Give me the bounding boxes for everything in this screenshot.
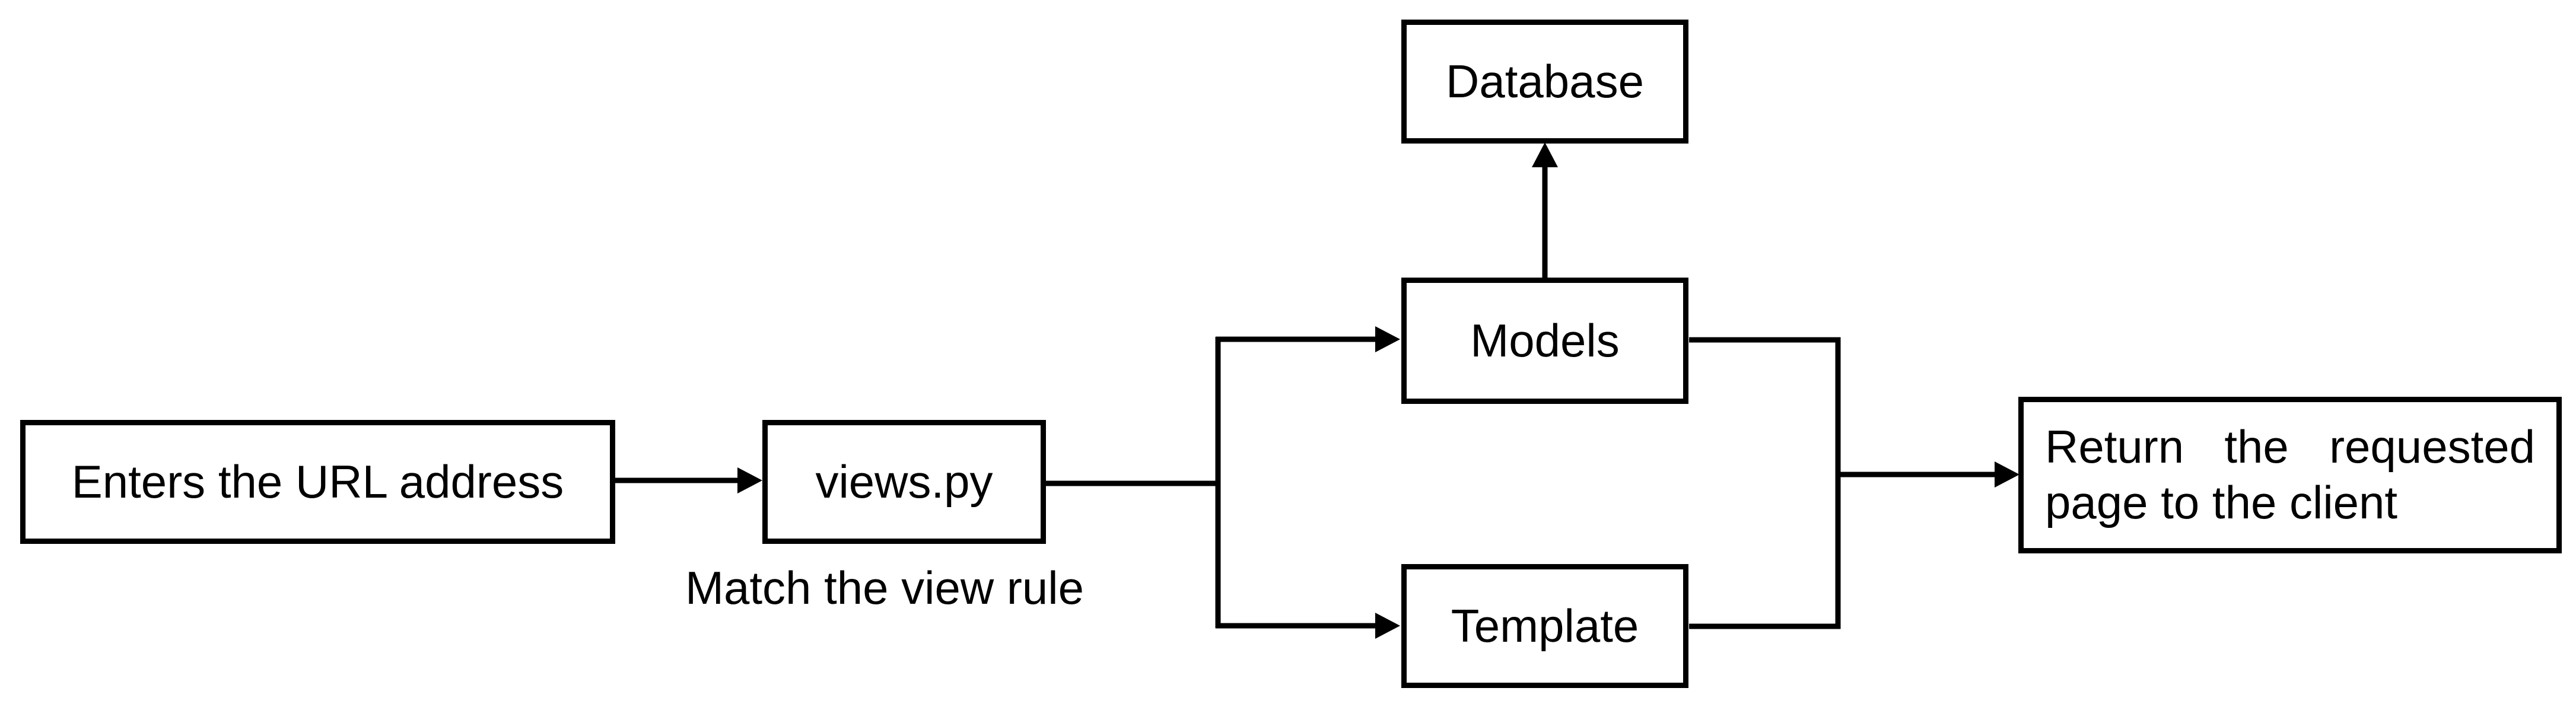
arrowhead-database [1532, 142, 1558, 167]
arrowhead-return [1995, 461, 2020, 488]
node-template-label: Template [1451, 599, 1639, 652]
views-caption-text: Match the view rule [685, 562, 1084, 614]
node-return-page-line-2: page to the client [2045, 476, 2398, 528]
node-return-page: Return the requested page to the client [2018, 397, 2562, 553]
node-database-label: Database [1446, 55, 1644, 107]
node-views-py: views.py [762, 420, 1046, 544]
node-views-py-label: views.py [815, 455, 993, 508]
node-template: Template [1401, 564, 1688, 688]
node-return-page-text: Return the requested page to the client [2045, 419, 2535, 530]
node-enters-url-label: Enters the URL address [71, 455, 564, 508]
node-models-label: Models [1470, 314, 1620, 367]
arrowhead-views [737, 467, 762, 493]
arrowhead-template [1375, 613, 1400, 639]
node-enters-url: Enters the URL address [20, 420, 615, 544]
views-caption: Match the view rule [685, 560, 1084, 616]
arrowhead-models [1375, 326, 1400, 352]
line-models-to-merge [1689, 337, 1841, 629]
node-models: Models [1401, 278, 1688, 404]
node-database: Database [1401, 20, 1688, 144]
node-return-page-line-1: Return the requested [2045, 421, 2535, 473]
